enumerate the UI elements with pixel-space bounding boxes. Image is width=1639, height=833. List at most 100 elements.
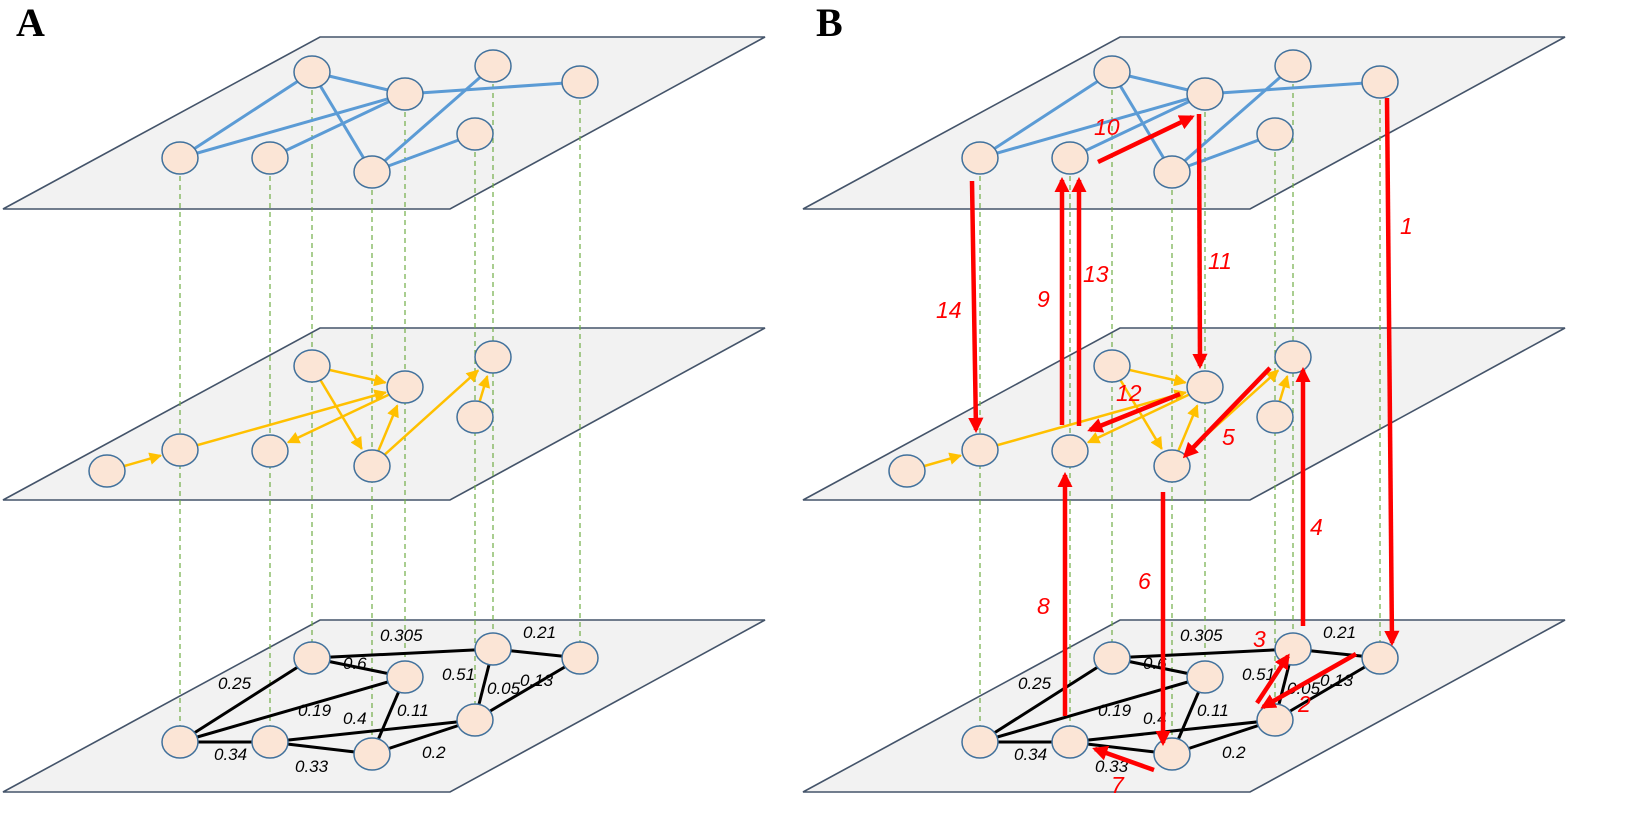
step-arrow-10 [1097,114,1195,165]
edge-weight-label: 0.19 [1098,701,1132,720]
top-edge [1171,64,1294,174]
bottom-layer-edges [979,647,1381,756]
network-node [1051,141,1089,175]
top-edge [179,92,406,160]
network-node [1256,117,1294,151]
mid-layer-nodes [888,340,1312,488]
step-label-13: 13 [1083,261,1109,287]
edge-weight-label: 0.25 [218,674,252,693]
step-label-2: 2 [1297,691,1311,717]
network-node [1153,449,1191,483]
bottom-weighted-edge [1069,718,1276,744]
top-edge [1204,80,1381,96]
network-node [1256,703,1294,737]
top-edge [1069,92,1206,160]
bottom-weighted-edge [1274,656,1381,722]
top-edge [1110,71,1174,173]
network-node [293,349,331,383]
step-label-3: 3 [1253,626,1266,652]
edge-weight-label: 0.34 [214,745,247,764]
network-node [386,370,424,404]
edge-weight-label: 0.13 [1320,671,1354,690]
step-label-8: 8 [1037,593,1050,619]
network-node [1256,400,1294,434]
bottom-weighted-edge [311,647,494,660]
network-node [1186,660,1224,694]
panel-label-a: A [16,0,45,45]
step-arrow-14 [968,180,984,434]
top-layer-nodes [161,49,599,189]
network-node [353,449,391,483]
network-node [251,725,289,759]
top-edge [269,92,406,160]
network-node [386,660,424,694]
network-node [1093,55,1131,89]
network-node [1093,349,1131,383]
step-label-7: 7 [1111,772,1125,798]
network-node [1093,641,1131,675]
step-label-6: 6 [1138,568,1151,594]
bottom-weighted-edge [979,656,1113,744]
top-edge [979,92,1206,160]
network-node [1361,641,1399,675]
step-label-10: 10 [1094,114,1120,140]
network-node [1051,434,1089,468]
network-node [888,454,926,488]
network-node [88,454,126,488]
edge-weight-label: 0.25 [1018,674,1052,693]
network-node [161,141,199,175]
bottom-weighted-edge [269,718,476,744]
step-label-5: 5 [1222,424,1235,450]
network-node [251,434,289,468]
network-node [456,117,494,151]
edge-weight-label: 0.305 [1180,626,1223,645]
bottom-weighted-edge [474,656,581,722]
step-arrow-2 [1260,652,1358,709]
network-node [1153,737,1191,771]
network-node [561,65,599,99]
bot-layer-nodes [161,632,599,771]
edge-weight-label: 0.51 [442,665,475,684]
edge-weight-label: 0.34 [1014,745,1047,764]
top-layer-nodes [961,49,1399,189]
network-node [474,340,512,374]
top-edge [310,71,374,173]
top-edge [179,70,313,160]
panel-label-b: B [816,0,843,45]
step-arrow-7 [1092,745,1155,773]
edge-weight-label: 0.21 [523,623,556,642]
network-node [456,400,494,434]
step-label-4: 4 [1310,514,1323,540]
network-node [1361,65,1399,99]
edge-weight-label: 0.33 [295,757,329,776]
network-node [251,141,289,175]
edge-weight-label: 0.33 [1095,757,1129,776]
middle-layer-edges [106,364,491,473]
network-node [961,725,999,759]
bottom-weighted-edge [1111,647,1294,660]
network-node [293,55,331,89]
step-arrow-11 [1192,113,1208,370]
edge-weight-label: 0.6 [343,654,367,673]
network-node [1186,77,1224,111]
bottom-weighted-edge [179,675,406,744]
network-node [961,433,999,467]
step-label-12: 12 [1116,380,1142,406]
middle-directed-edge [179,389,387,452]
network-node [561,641,599,675]
network-node [161,433,199,467]
edge-weight-label: 0.2 [1222,743,1246,762]
network-node [353,737,391,771]
network-node [1274,340,1312,374]
network-node [474,632,512,666]
network-node [1186,370,1224,404]
top-edge [371,64,494,174]
step-label-9: 9 [1037,286,1050,312]
edge-weight-label: 0.4 [343,709,367,728]
middle-directed-edge [371,369,480,467]
